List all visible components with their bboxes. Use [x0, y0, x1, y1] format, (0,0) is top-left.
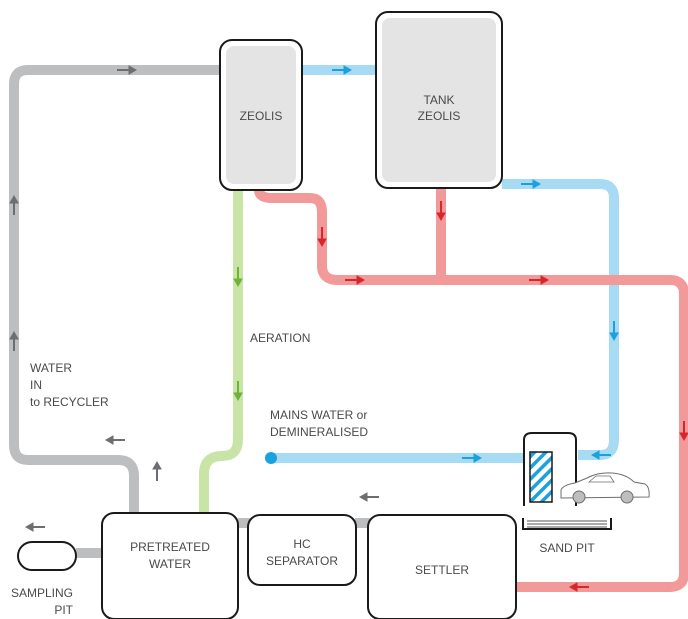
water-in-line2: IN: [30, 378, 42, 392]
gray-arrow-up-3: [152, 461, 162, 482]
tank-label-line1: TANK: [423, 93, 454, 107]
pretreated-label-line2: WATER: [149, 557, 191, 571]
green-pipe-aeration: [199, 190, 243, 515]
zeolis-label: ZEOLIS: [240, 109, 283, 123]
gray-arrow-hc: [359, 492, 380, 502]
settler-tank: SETTLER: [367, 514, 517, 619]
filter-hatched: [529, 451, 553, 503]
gray-arrow-left: [105, 435, 126, 445]
hc-label-line2: SEPARATOR: [266, 554, 338, 568]
pretreated-water-tank: PRETREATED WATER: [101, 512, 239, 619]
sand-pit-label: SAND PIT: [539, 541, 595, 555]
sampling-pit: [17, 541, 77, 571]
red-pipe-zeolis-out: [254, 189, 688, 592]
zeolis-unit: ZEOLIS: [219, 39, 303, 191]
blue-pipe-tank-to-wash: [502, 179, 619, 460]
sampling-label-line1: SAMPLING: [11, 586, 73, 600]
tank-zeolis-unit: TANK ZEOLIS: [375, 11, 503, 189]
tank-label-line2: ZEOLIS: [418, 109, 461, 123]
pretreated-label-line1: PRETREATED: [130, 540, 210, 554]
hc-label-line1: HC: [293, 537, 311, 551]
aeration-label: AERATION: [250, 331, 310, 345]
hc-separator: HC SEPARATOR: [247, 514, 357, 586]
water-in-line3: to RECYCLER: [30, 395, 109, 409]
sampling-label-line2: PIT: [54, 603, 73, 617]
car-icon: [560, 472, 650, 504]
sand-pit: [522, 518, 612, 530]
water-in-line1: WATER: [30, 361, 72, 375]
mains-inlet-dot: [265, 452, 277, 464]
mains-label-line2: DEMINERALISED: [270, 425, 368, 439]
mains-label-line1: MAINS WATER or: [270, 408, 367, 422]
gray-arrow-sampling: [25, 522, 46, 532]
settler-label: SETTLER: [415, 563, 469, 577]
gray-pipe-water-in: [9, 65, 228, 515]
